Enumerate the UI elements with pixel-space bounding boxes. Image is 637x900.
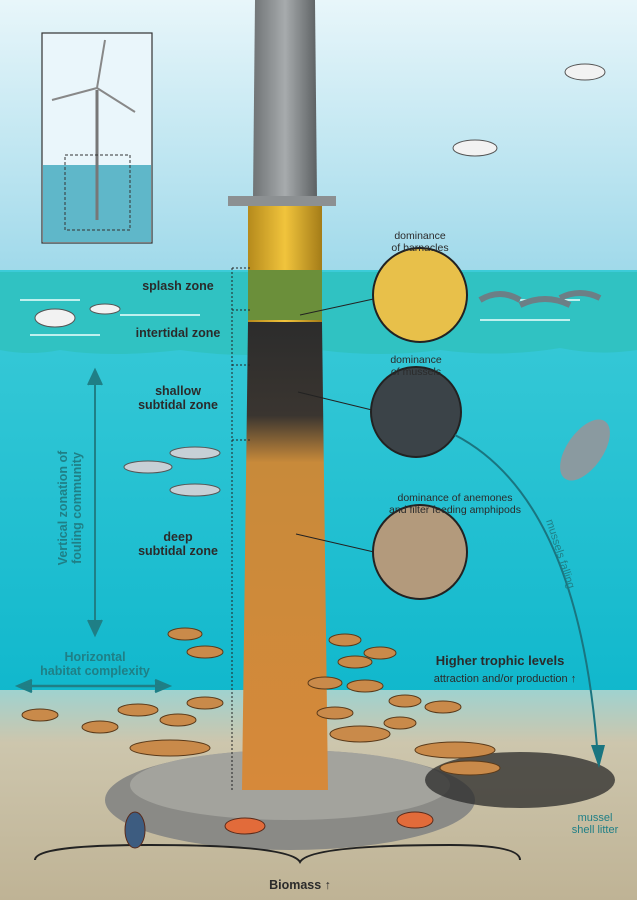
mussels-falling-arrow — [454, 434, 599, 761]
barnacles-caption-2: of barnacles — [391, 242, 449, 254]
shell-litter — [425, 752, 615, 808]
crabs-and-lobster — [124, 811, 434, 849]
trophic-subtitle: attraction and/or production ↑ — [405, 673, 605, 685]
zone-guides — [231, 267, 250, 790]
barnacle-band — [248, 270, 322, 320]
vertical-zonation-label: Vertical zonation of fouling community — [56, 438, 84, 578]
horizontal-complexity-label-1: Horizontal — [64, 650, 126, 664]
anemones-caption-2: and filter feeding amphipods — [389, 504, 521, 516]
barnacles-circle — [372, 247, 468, 343]
gull-icon — [452, 139, 498, 157]
barnacles-caption-1: dominance — [394, 230, 446, 242]
turbine-tower — [253, 0, 317, 198]
vertical-zonation-line-2: fouling community — [70, 452, 84, 564]
mussels-caption-2: of mussels — [390, 366, 442, 378]
mussel-leader — [297, 391, 373, 411]
vertical-zonation-line-1: Vertical zonation of — [56, 450, 70, 566]
splash-zone-label: splash zone — [142, 279, 214, 293]
trophic-subtitle-text: attraction and/or production — [433, 673, 568, 685]
mackerel-school — [123, 446, 221, 497]
biomass-brace — [34, 843, 521, 864]
trophic-title: Higher trophic levels — [435, 653, 565, 668]
cod-fish — [21, 627, 501, 776]
anemones-circle — [372, 504, 468, 600]
dolphins-icon — [478, 290, 602, 308]
gull-icon — [34, 308, 76, 328]
up-arrow-icon: ↑ — [324, 878, 331, 892]
shell-litter-label-2: shell litter — [571, 824, 619, 836]
shallow-zone-label-2: subtidal zone — [138, 398, 218, 412]
deep-zone-label-1: deep — [163, 530, 193, 544]
mussels-falling-arrowhead — [591, 745, 605, 768]
anemone-leader — [295, 533, 375, 553]
gull-icon — [89, 303, 121, 315]
anemones-caption-1: dominance of anemones — [397, 492, 513, 504]
barnacle-leader — [299, 297, 379, 316]
shell-litter-label-1: mussel — [577, 812, 613, 824]
horizontal-arrow — [14, 678, 173, 694]
platform — [228, 196, 336, 206]
up-arrow-icon: ↑ — [570, 673, 577, 685]
gull-icon — [564, 63, 606, 81]
seal-icon — [560, 419, 610, 481]
deep-zone-label-2: subtidal zone — [138, 544, 218, 558]
vertical-arrow — [87, 367, 103, 638]
biomass-label: Biomass ↑ — [240, 878, 360, 892]
biomass-text: Biomass — [269, 878, 322, 892]
monopile — [242, 322, 328, 790]
horizontal-complexity-label-2: habitat complexity — [40, 664, 150, 678]
inset-blades — [51, 39, 136, 113]
mussels-caption-1: dominance — [390, 354, 442, 366]
intertidal-zone-label: intertidal zone — [135, 326, 221, 340]
mussels-circle — [370, 366, 462, 458]
inset-zoom-box — [64, 154, 131, 231]
shallow-zone-label-1: shallow — [155, 384, 201, 398]
